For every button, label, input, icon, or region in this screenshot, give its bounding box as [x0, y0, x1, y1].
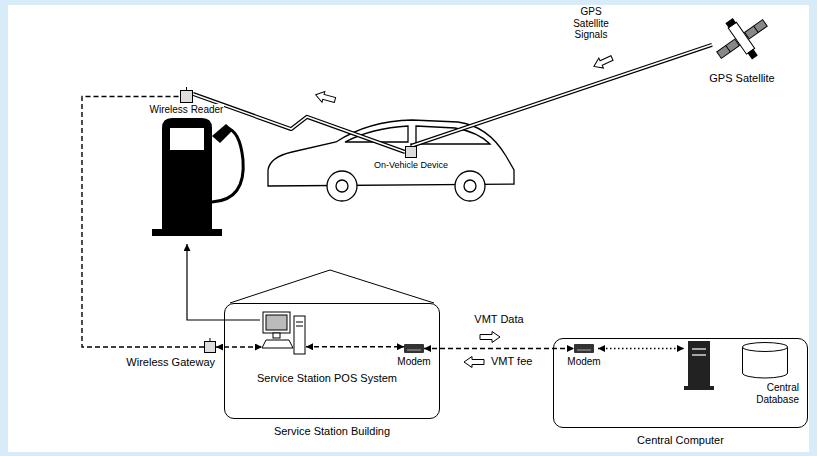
gateway-node: Wireless Gateway: [204, 341, 216, 353]
pos-node: Service Station POS System: [262, 310, 306, 356]
car-outline: [268, 120, 514, 201]
database-node: Central Database: [742, 342, 788, 378]
node-text: Central Computer: [636, 434, 725, 447]
node-label: Modem: [566, 356, 601, 368]
box-icon: [180, 90, 193, 103]
connector-group: [424, 348, 574, 349]
label-text: VMT fee: [490, 355, 533, 368]
node-text: Modem: [396, 356, 431, 368]
connector-group: [411, 45, 712, 146]
box-icon: [204, 341, 216, 353]
building-box: Service Station BuildingModemService Sta…: [224, 303, 440, 419]
node-text: Modem: [566, 356, 601, 368]
signal-link: [193, 94, 405, 152]
node-label: Service Station POS System: [256, 372, 398, 385]
server-tower: [684, 341, 714, 390]
callout-bracket: [230, 270, 434, 303]
direction-arrows: [314, 53, 614, 367]
modem-icon: [404, 344, 424, 353]
computer-box: Central ComputerModemCentral Database: [553, 338, 808, 428]
connector-group: [193, 94, 405, 152]
edge-label-box: VMT Data: [473, 312, 524, 325]
data-link: [216, 346, 262, 347]
node-label: Central Computer: [636, 434, 725, 447]
pos-pump-arrow: [187, 244, 260, 320]
node-label: Modem: [396, 356, 431, 368]
server-link: [598, 348, 684, 349]
signal-link-inner: [411, 45, 712, 146]
modem-node: Modem: [574, 344, 594, 353]
node-text: Wireless Gateway: [125, 356, 216, 369]
edge-label: VMT Data: [473, 312, 524, 325]
label-text: GPS Satellite Signals: [563, 6, 619, 41]
white-panel: [8, 5, 809, 452]
node-text: Service Station Building: [273, 425, 391, 438]
data-link: [424, 348, 574, 349]
node-label: Central Database: [746, 382, 800, 405]
db-icon: [742, 342, 788, 378]
signal-link: [411, 45, 712, 146]
connector-group: [306, 346, 404, 347]
node-text: GPS Satellite: [708, 72, 775, 85]
node-text: On-Vehicle Device: [373, 160, 449, 170]
node-label: Service Station Building: [273, 425, 391, 438]
pc-icon: [262, 310, 306, 356]
connector-group: [82, 97, 204, 348]
connector-group: [216, 347, 262, 348]
signal-link-inner: [193, 94, 405, 152]
sat-icon: [712, 10, 772, 68]
free-label: GPS Satellite Signals: [563, 6, 619, 41]
node-text: Wireless Reader: [149, 104, 225, 116]
node-label: Wireless Gateway: [125, 356, 216, 369]
node-label: On-Vehicle Device: [373, 160, 449, 170]
free-label: VMT fee: [490, 355, 533, 368]
vehicle-device-node: On-Vehicle Device: [405, 146, 417, 158]
satellite-node: GPS Satellite: [712, 10, 772, 68]
reader-node: Wireless Reader: [180, 90, 193, 103]
node-label: Wireless Reader: [149, 104, 225, 116]
fuel-pump: [152, 118, 243, 236]
modem-node: Modem: [404, 344, 424, 353]
node-text: Central Database: [746, 382, 800, 405]
modem-icon: [574, 344, 594, 353]
node-text: Service Station POS System: [256, 372, 398, 385]
data-link: [306, 346, 404, 347]
node-label: GPS Satellite: [708, 72, 775, 85]
box-icon: [405, 146, 417, 158]
data-link: [82, 97, 204, 348]
